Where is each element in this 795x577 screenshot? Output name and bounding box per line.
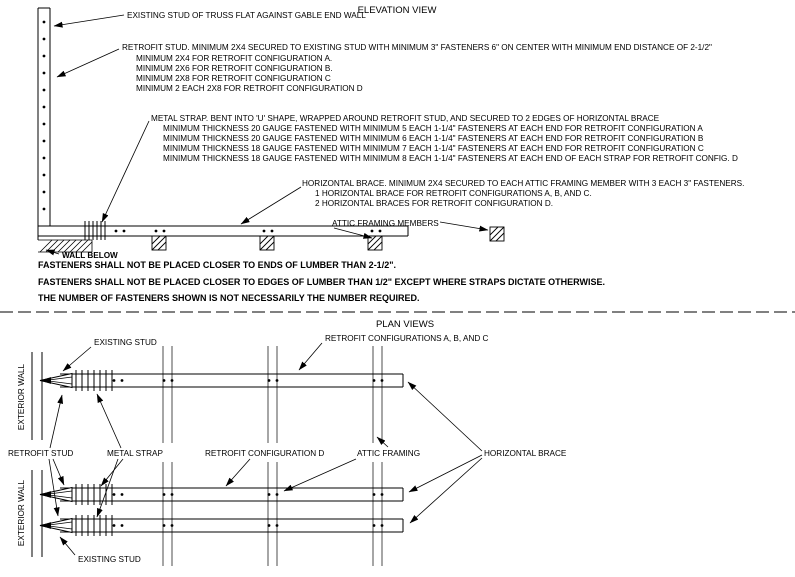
attic-framing-plan-annotation: ATTIC FRAMING: [357, 449, 420, 458]
attic-framing-plan-lines: [162, 346, 383, 566]
config-abc-annotation: RETROFIT CONFIGURATIONS A, B, AND C: [325, 334, 489, 343]
exterior-wall-bottom-annotation: EXTERIOR WALL: [17, 479, 26, 546]
retrofit-stud-note-line: MINIMUM 2 EACH 2X8 FOR RETROFIT CONFIGUR…: [136, 84, 363, 93]
horizontal-brace-plan-d1: [60, 487, 404, 502]
metal-strap-plan-annotation: METAL STRAP: [107, 449, 163, 458]
config-d-annotation: RETROFIT CONFIGURATION D: [205, 449, 324, 458]
elevation-title: ELEVATION VIEW: [358, 5, 437, 16]
retrofit-stud-plan-annotation: RETROFIT STUD: [8, 449, 73, 458]
existing-stud-elevation: [37, 7, 51, 240]
retrofit-stud-annotation: RETROFIT STUD. MINIMUM 2X4 SECURED TO EX…: [122, 43, 712, 93]
exterior-wall-top-annotation: EXTERIOR WALL: [17, 363, 26, 430]
general-note-line: FASTENERS SHALL NOT BE PLACED CLOSER TO …: [38, 260, 396, 270]
horizontal-brace-plan-abc: [60, 373, 404, 388]
horizontal-brace-note-line: 1 HORIZONTAL BRACE FOR RETROFIT CONFIGUR…: [315, 189, 592, 198]
metal-strap-annotation: METAL STRAP. BENT INTO 'U' SHAPE, WRAPPE…: [151, 114, 738, 163]
retrofit-stud-note-line: MINIMUM 2X4 FOR RETROFIT CONFIGURATION A…: [136, 54, 332, 63]
general-notes: FASTENERS SHALL NOT BE PLACED CLOSER TO …: [38, 260, 605, 303]
plan-views: PLAN VIEWS RETROFIT CONFIGURATIONS A, B,…: [8, 319, 567, 566]
existing-stud-bottom-annotation: EXISTING STUD: [78, 555, 141, 564]
plan-title: PLAN VIEWS: [376, 319, 434, 330]
metal-strap-elevation: [84, 221, 106, 240]
horizontal-brace-note-line: 2 HORIZONTAL BRACES FOR RETROFIT CONFIGU…: [315, 199, 553, 208]
general-note-line: FASTENERS SHALL NOT BE PLACED CLOSER TO …: [38, 277, 605, 287]
existing-stud-top-annotation: EXISTING STUD: [94, 338, 157, 347]
leader-lines-plan: [48, 342, 483, 556]
metal-strap-note-line: MINIMUM THICKNESS 20 GAUGE FASTENED WITH…: [163, 134, 704, 143]
retrofit-stud-note-line: MINIMUM 2X8 FOR RETROFIT CONFIGURATION C: [136, 74, 331, 83]
horizontal-brace-annotation: HORIZONTAL BRACE. MINIMUM 2X4 SECURED TO…: [302, 179, 744, 208]
metal-strap-note-line: MINIMUM THICKNESS 20 GAUGE FASTENED WITH…: [163, 124, 703, 133]
metal-strap-note-line: METAL STRAP. BENT INTO 'U' SHAPE, WRAPPE…: [151, 114, 660, 123]
retrofit-stud-note-line: RETROFIT STUD. MINIMUM 2X4 SECURED TO EX…: [122, 43, 712, 52]
horizontal-brace-plan-annotation: HORIZONTAL BRACE: [484, 449, 567, 458]
elevation-view: ELEVATION VIEW: [37, 5, 744, 260]
general-note-line: THE NUMBER OF FASTENERS SHOWN IS NOT NEC…: [38, 293, 420, 303]
horizontal-brace-note-line: HORIZONTAL BRACE. MINIMUM 2X4 SECURED TO…: [302, 179, 744, 188]
wall-below-annotation: WALL BELOW: [62, 251, 118, 260]
attic-framing-members-annotation: ATTIC FRAMING MEMBERS: [332, 219, 439, 228]
existing-stud-annotation: EXISTING STUD OF TRUSS FLAT AGAINST GABL…: [127, 11, 366, 20]
horizontal-brace-elevation: [38, 225, 409, 237]
metal-strap-note-line: MINIMUM THICKNESS 18 GAUGE FASTENED WITH…: [163, 154, 738, 163]
exterior-wall-lines: [31, 352, 43, 557]
leader-lines-elevation: [45, 14, 489, 256]
metal-strap-note-line: MINIMUM THICKNESS 18 GAUGE FASTENED WITH…: [163, 144, 704, 153]
retrofit-stud-note-line: MINIMUM 2X6 FOR RETROFIT CONFIGURATION B…: [136, 64, 333, 73]
stud-fastener-dots: [42, 20, 46, 211]
horizontal-brace-plan-d2: [60, 518, 404, 533]
attic-framing-members-elevation: [151, 226, 505, 251]
